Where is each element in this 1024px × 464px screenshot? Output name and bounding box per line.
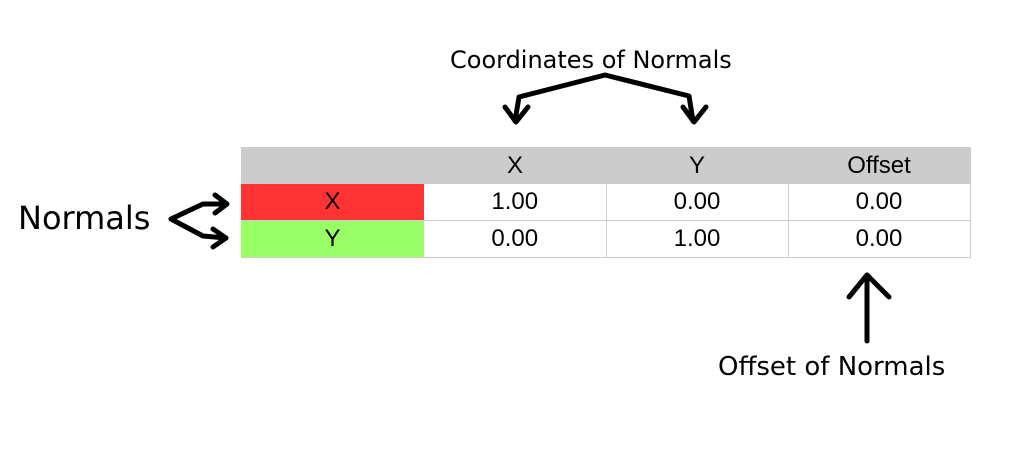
header-offset-cell: Offset <box>788 147 971 184</box>
row-label-x: X <box>241 184 424 221</box>
table-row: X 1.00 0.00 0.00 <box>241 184 971 221</box>
cell-y-x: 0.00 <box>424 220 607 258</box>
header-x-cell: X <box>424 147 607 184</box>
coordinates-arrow <box>502 72 709 125</box>
cell-y-y: 1.00 <box>606 220 789 258</box>
offset-of-normals-label: Offset of Normals <box>718 352 946 382</box>
normals-label: Normals <box>18 199 151 237</box>
coordinates-of-normals-label: Coordinates of Normals <box>450 46 732 74</box>
row-label-y: Y <box>241 220 424 258</box>
header-corner-cell <box>241 147 425 184</box>
cell-x-x: 1.00 <box>424 184 607 221</box>
cell-x-y: 0.00 <box>606 184 789 221</box>
header-y-cell: Y <box>606 147 789 184</box>
normals-arrow <box>168 192 230 250</box>
cell-x-offset: 0.00 <box>788 184 971 221</box>
table-header-row: X Y Offset <box>241 147 971 184</box>
normals-table: X Y Offset X 1.00 0.00 0.00 Y 0.00 1.00 … <box>241 147 971 258</box>
offset-arrow <box>846 272 892 344</box>
cell-y-offset: 0.00 <box>788 220 971 258</box>
table-row: Y 0.00 1.00 0.00 <box>241 220 971 258</box>
